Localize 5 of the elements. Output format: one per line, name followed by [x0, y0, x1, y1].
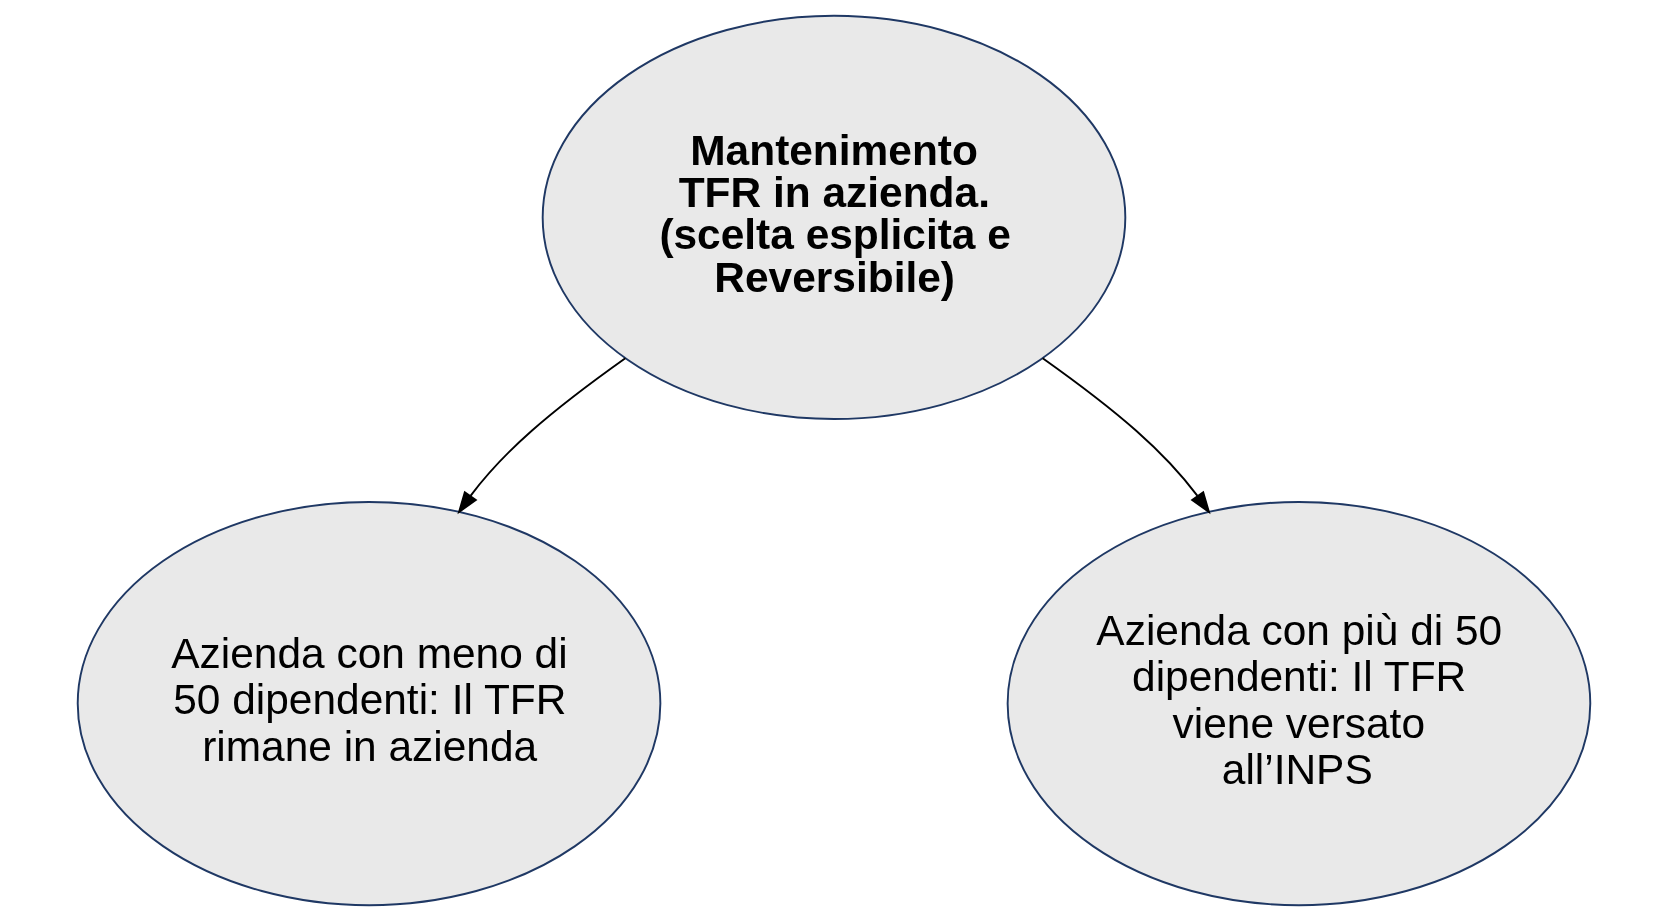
- node-ellipse: Mantenimento TFR in azienda. (scelta esplicita e Reversibile): [541, 14, 1127, 420]
- arrow: [457, 357, 627, 515]
- node-ellipse: Azienda con più di 50 dipendenti: Il TFR viene versato all’INPS: [1006, 501, 1592, 907]
- node-ellipse: Azienda con meno di 50 dipendenti: Il TFR rimane in azienda: [76, 501, 662, 907]
- arrow: [1041, 357, 1211, 515]
